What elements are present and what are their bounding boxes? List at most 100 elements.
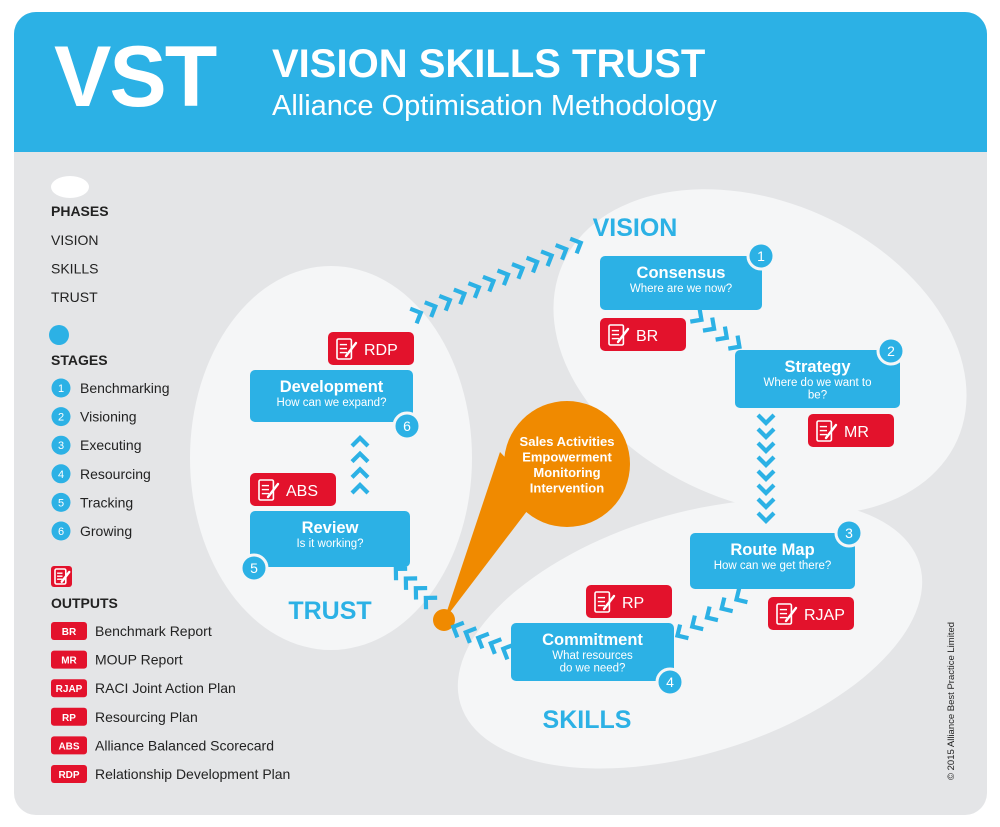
- output-badge-rdp: RDP: [328, 332, 414, 365]
- circle-number-icon: [876, 336, 906, 366]
- callout-bubble: [504, 401, 630, 527]
- stage-number: 4: [666, 674, 674, 690]
- legend-output-code: RDP: [58, 770, 79, 781]
- stage-box: [690, 533, 855, 589]
- legend-stage-num: 1: [58, 383, 64, 395]
- copyright: © 2015 Alliance Best Practice Limited: [946, 621, 957, 780]
- stage-question: Where do we want to: [763, 377, 871, 389]
- legend-stage-label: Visioning: [80, 409, 137, 425]
- chevron-arrow-icon: [756, 511, 776, 524]
- chevron-arrow-icon: [756, 413, 776, 426]
- circle-number-icon: [51, 464, 71, 484]
- callout-line: Intervention: [530, 481, 604, 496]
- flow-arrows: [350, 236, 776, 661]
- stage-title: Commitment: [542, 631, 643, 649]
- circle-number-icon: [834, 518, 864, 548]
- legend-stage-label: Executing: [80, 437, 141, 453]
- stage-question: Is it working?: [296, 538, 363, 550]
- legend-output-label: Alliance Balanced Scorecard: [95, 737, 274, 753]
- stage-number: 1: [757, 248, 765, 264]
- output-code-badge: [51, 736, 87, 755]
- output-code: MR: [844, 424, 869, 441]
- callout-line: Monitoring: [533, 465, 600, 480]
- chevron-arrow-icon: [756, 427, 776, 440]
- chevron-arrow-icon: [423, 595, 438, 610]
- legend-stages-heading: STAGES: [51, 352, 108, 368]
- legend-output-label: Benchmark Report: [95, 623, 212, 639]
- document-edit-icon: [816, 420, 838, 442]
- chevron-arrow-icon: [453, 287, 468, 306]
- stage-title: Route Map: [730, 541, 814, 559]
- document-edit-icon: [594, 591, 616, 613]
- legend-stage-num: 3: [58, 440, 64, 452]
- stage-box: [250, 370, 413, 422]
- chevron-arrow-icon: [438, 293, 453, 312]
- document-edit-icon: [54, 568, 71, 585]
- callout-line: Empowerment: [522, 450, 612, 465]
- chevron-arrow-icon: [350, 435, 370, 448]
- output-badge-box: [808, 414, 894, 447]
- stage-box: [250, 511, 410, 567]
- stage-title: Consensus: [637, 264, 726, 282]
- stage-box: [511, 623, 674, 681]
- legend-output-code: BR: [62, 627, 77, 638]
- stage-question: What resources: [552, 650, 633, 662]
- document-edit-icon: [608, 324, 630, 346]
- chevron-arrow-icon: [569, 236, 584, 255]
- output-badge-rjap: RJAP: [768, 597, 854, 630]
- output-code: RP: [622, 595, 644, 612]
- chevron-arrow-icon: [674, 624, 689, 641]
- legend-outputs-heading: OUTPUTS: [51, 595, 118, 611]
- chevron-arrow-icon: [511, 262, 526, 280]
- output-icon-sample: [51, 566, 72, 587]
- chevron-arrow-icon: [467, 281, 482, 299]
- callout-text: Sales ActivitiesEmpowermentMonitoringInt…: [520, 434, 615, 496]
- output-code-badge: [51, 707, 87, 726]
- stage-question: be?: [808, 390, 827, 402]
- chevron-arrow-icon: [733, 588, 748, 605]
- outputs-layer: BR MR RJAP RP ABS RDP: [250, 318, 894, 630]
- output-code: BR: [636, 328, 658, 345]
- chevron-arrow-icon: [350, 482, 370, 495]
- circle-number-icon: [51, 435, 71, 455]
- legend-phase-item: VISION: [51, 232, 98, 248]
- output-badge-box: [328, 332, 414, 365]
- document-edit-icon: [336, 338, 358, 360]
- legend-output-code: ABS: [58, 741, 79, 752]
- circle-number-icon: [51, 521, 71, 541]
- chevron-arrow-icon: [403, 576, 418, 590]
- stage-question: How can we expand?: [277, 397, 387, 409]
- chevron-arrow-icon: [475, 631, 490, 650]
- output-badge-box: [600, 318, 686, 351]
- page-subtitle: Alliance Optimisation Methodology: [272, 90, 717, 122]
- chevron-arrow-icon: [350, 466, 370, 479]
- chevron-arrow-icon: [463, 626, 478, 644]
- chevron-arrow-icon: [756, 497, 776, 510]
- output-code-badge: [51, 650, 87, 669]
- circle-number-icon: [239, 553, 269, 583]
- vst-logo: VST: [54, 29, 217, 125]
- document-edit-icon: [776, 603, 798, 625]
- phase-label-vision: VISION: [593, 214, 678, 242]
- stage-question: do we need?: [560, 663, 626, 675]
- chevron-arrow-icon: [719, 597, 734, 614]
- chevron-arrow-icon: [488, 637, 503, 655]
- stage-number: 2: [887, 343, 895, 359]
- document-edit-icon: [258, 479, 280, 501]
- circle-number-icon: [392, 411, 422, 441]
- legend-phases-heading: PHASES: [51, 203, 109, 219]
- output-badge-abs: ABS: [250, 473, 336, 506]
- circle-number-icon: [746, 241, 776, 271]
- stage-title: Strategy: [784, 358, 851, 376]
- legend-output-label: MOUP Report: [95, 652, 183, 668]
- legend-output-code: RP: [62, 713, 76, 724]
- stage-question: Where are we now?: [630, 283, 732, 295]
- legend-stage-num: 4: [58, 469, 64, 481]
- chevron-arrow-icon: [756, 441, 776, 454]
